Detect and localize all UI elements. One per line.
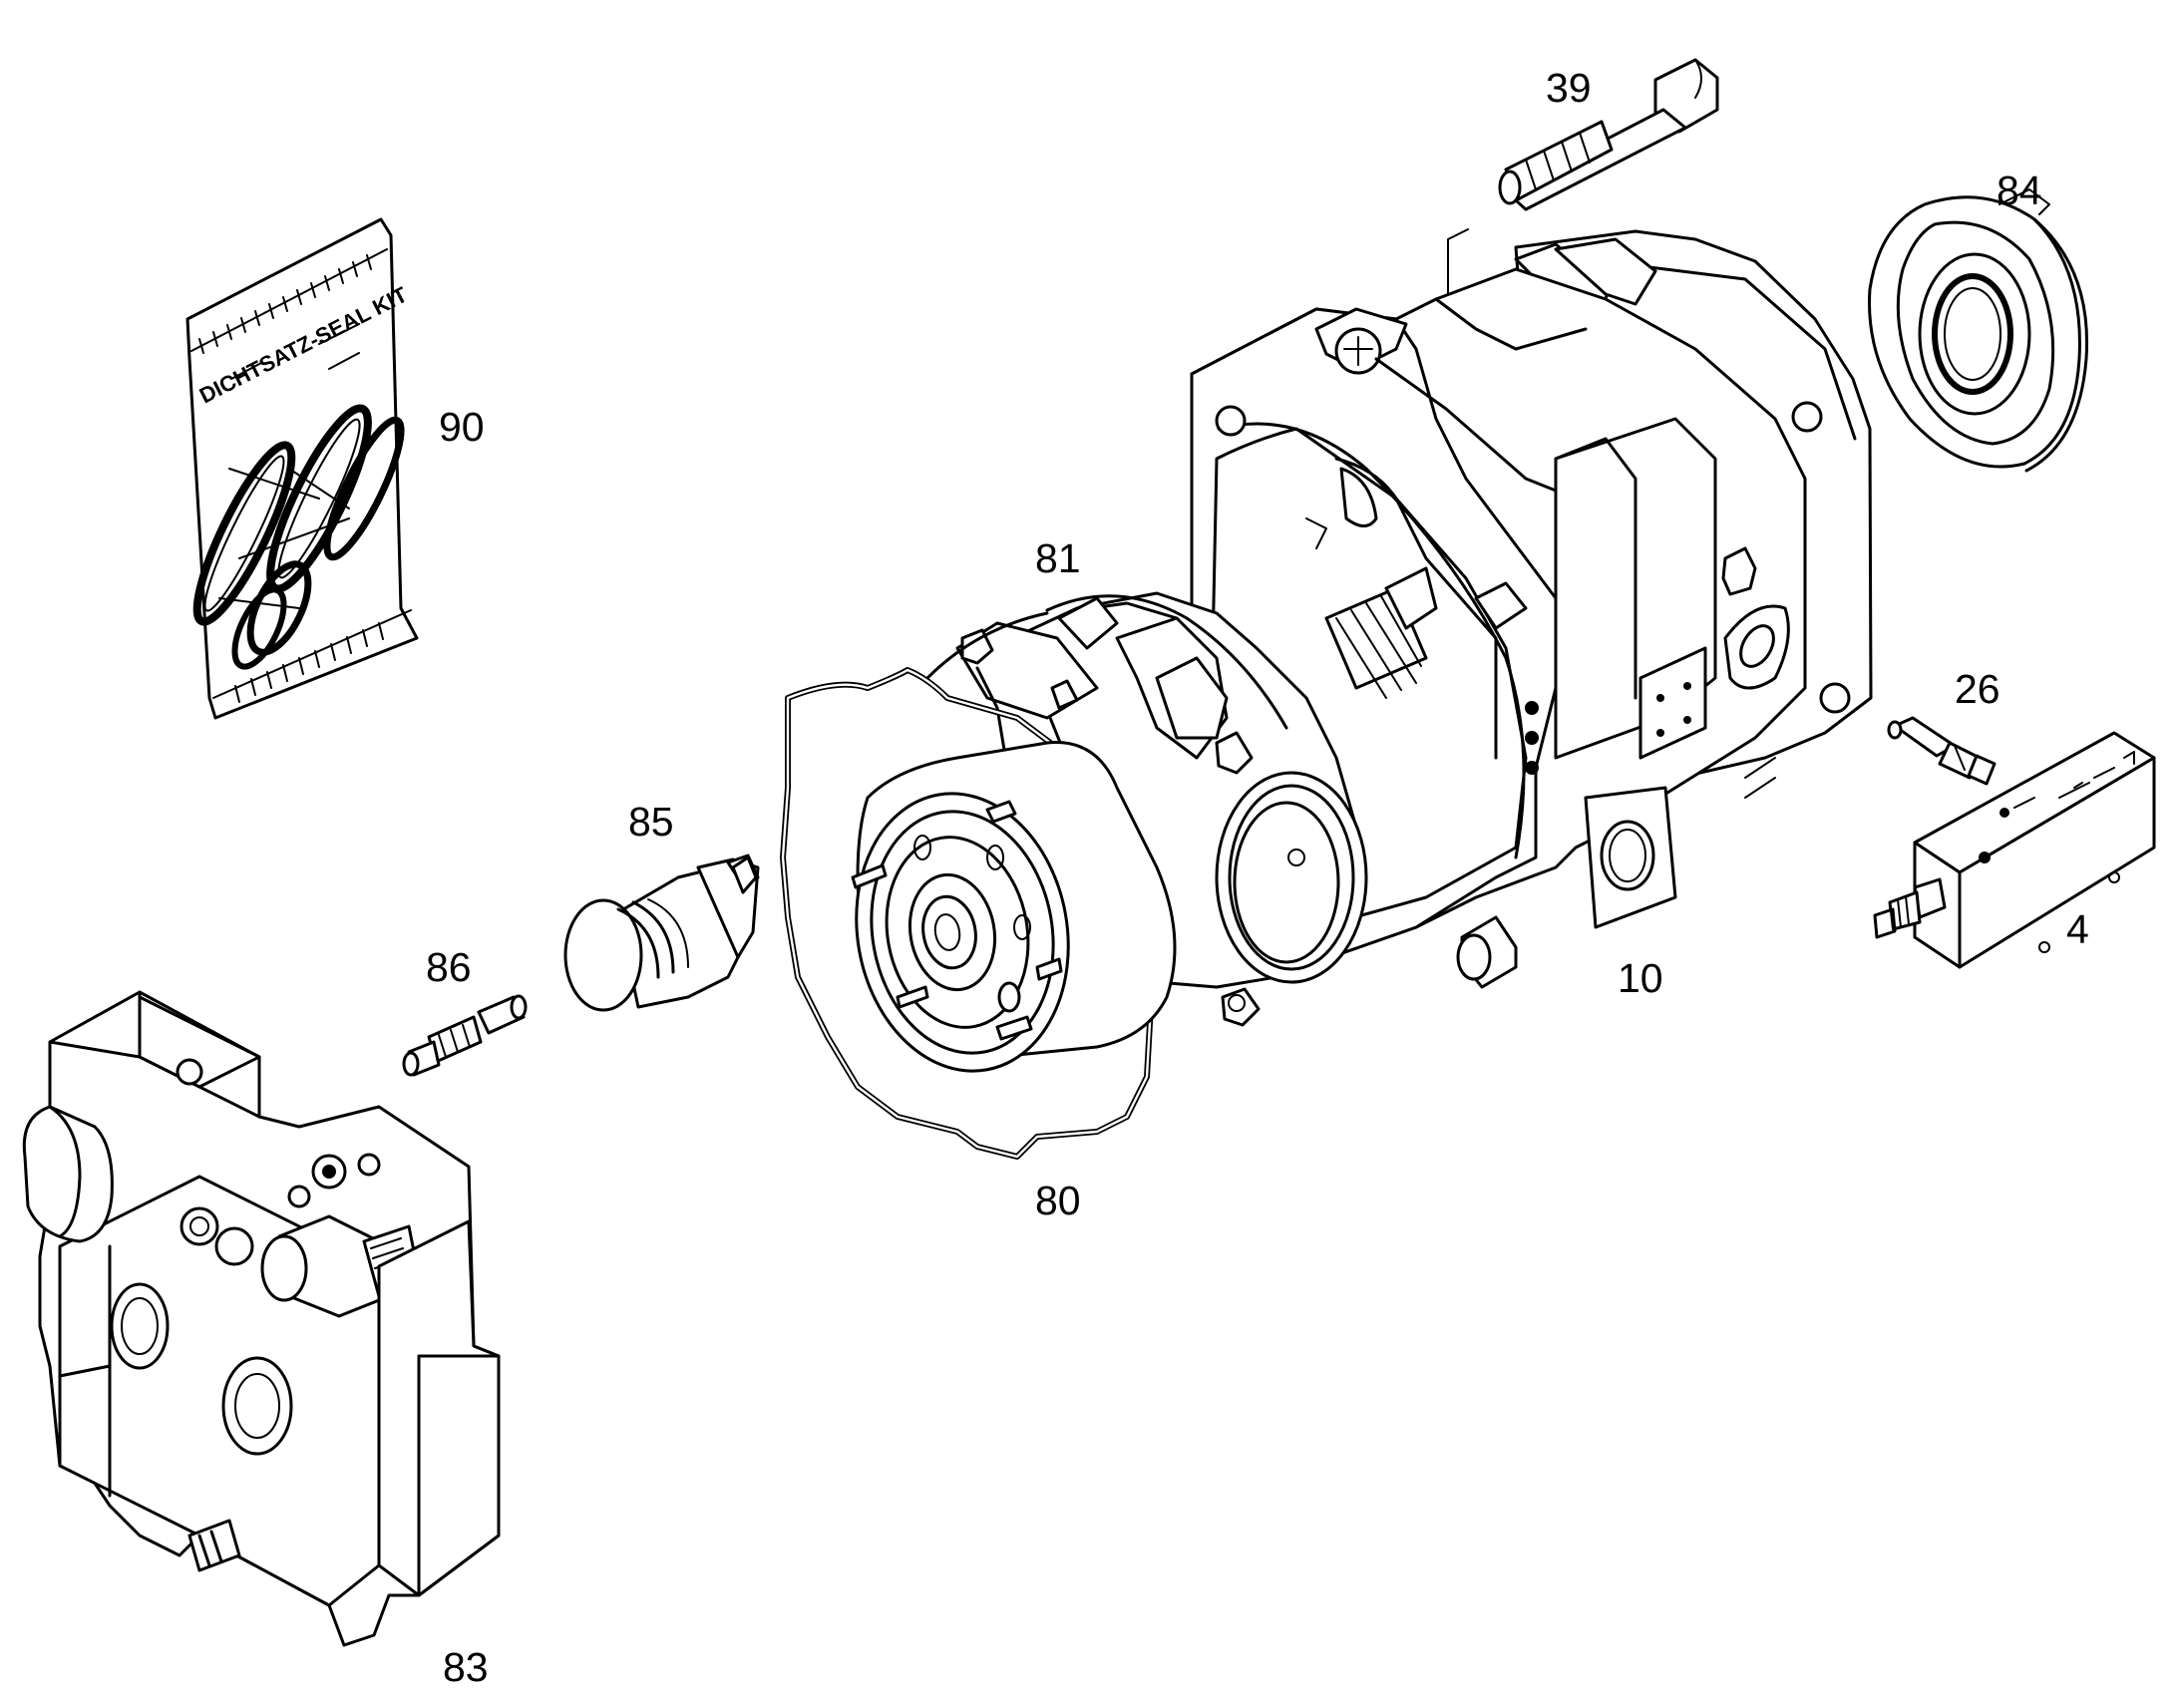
callout-84[interactable]: 84 — [1997, 168, 2042, 213]
part-4-valve-block[interactable] — [1873, 731, 2156, 969]
port-plate-assembly — [851, 741, 1177, 1073]
part-85-cartridge[interactable] — [563, 854, 760, 1012]
part-39-bolt[interactable] — [1415, 58, 1719, 334]
callout-80[interactable]: 80 — [1035, 1178, 1081, 1223]
callout-83[interactable]: 83 — [443, 1644, 489, 1690]
callout-26[interactable]: 26 — [1955, 666, 2000, 712]
part-26-plug[interactable] — [1887, 716, 1997, 786]
callout-4[interactable]: 4 — [2066, 906, 2089, 952]
part-80-gasket[interactable] — [780, 667, 1155, 1160]
callout-81[interactable]: 81 — [1035, 535, 1081, 581]
callout-85[interactable]: 85 — [628, 799, 674, 845]
callout-10[interactable]: 10 — [1618, 955, 1663, 1001]
callout-86[interactable]: 86 — [426, 944, 472, 990]
callout-39[interactable]: 39 — [1546, 65, 1592, 111]
callout-90[interactable]: 90 — [439, 404, 485, 450]
part-84-shaft-seal[interactable] — [1868, 188, 2089, 473]
part-86-fitting[interactable] — [402, 994, 528, 1077]
callout-labels: 39 84 90 81 26 85 86 10 4 80 83 — [426, 65, 2089, 1690]
part-83-control-block[interactable] — [22, 990, 501, 1647]
part-81-cradle-assembly[interactable] — [925, 591, 1368, 1027]
part-90-seal-kit-bag[interactable]: DICHTSATZ-SEAL KIT — [182, 217, 419, 720]
